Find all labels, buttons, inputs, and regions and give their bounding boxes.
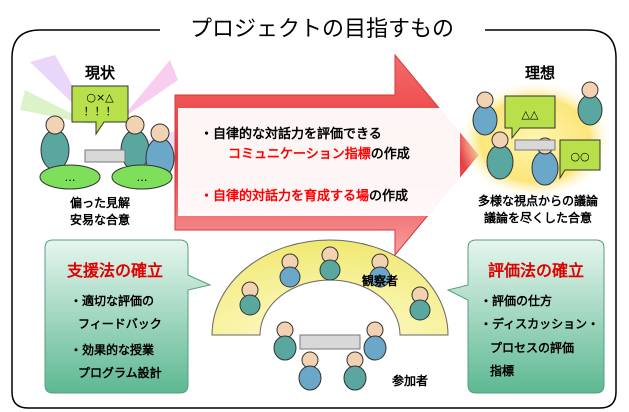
participants-label: 参加者 — [392, 373, 428, 388]
ideal-caption-line1: 多様な視点からの議論 — [478, 193, 599, 208]
current-caption-line2: 安易な合意 — [70, 212, 130, 227]
evaluation-method-box: 評価法の確立 ・評価の仕方 ・ディスカッション・ プロセスの評価 指標 — [446, 239, 605, 394]
arrow-line3-prefix: ・ — [200, 189, 213, 204]
arrow-line2-suffix: の作成 — [371, 146, 410, 162]
evaluation-line2: ・ディスカッション・ — [480, 316, 599, 331]
cloud-right-ellipsis: … — [137, 171, 148, 184]
current-state-group: 現状 ○×△ ！！！ … … 偏った見解 安易な合意 — [20, 55, 178, 227]
observers-illustration — [239, 246, 431, 321]
evaluation-line3: プロセスの評価 — [490, 340, 574, 355]
arrow-line1: ・自律的な対話力を評価できる — [200, 126, 382, 142]
big-arrow: ・自律的な対話力を評価できる コミュニケーション指標の作成 ・自律的対話力を育成… — [174, 53, 479, 257]
bubble-ideal-right-text: ○○ — [570, 150, 589, 163]
support-title: 支援法の確立 — [66, 261, 163, 280]
support-method-box: 支援法の確立 ・適切な評価の フィードバック ・効果的な授業 プログラム設計 — [44, 239, 212, 394]
observer-arc — [211, 239, 449, 336]
participants-illustration — [273, 321, 387, 391]
evaluation-title: 評価法の確立 — [488, 261, 584, 280]
speech-bubble-ideal-left: △△ — [504, 95, 556, 140]
bubble-ideal-left-text: △△ — [522, 108, 539, 121]
arrow-line2-highlight: コミュニケーション指標 — [228, 146, 371, 162]
support-line3: ・効果的な授業 — [70, 342, 155, 357]
support-line1: ・適切な評価の — [70, 293, 154, 308]
page-title: プロジェクトの目指すもの — [190, 17, 454, 42]
bubble-symbols: ○×△ — [86, 91, 114, 104]
arrow-line3-suffix: の作成 — [369, 188, 408, 204]
spotlight-ray — [120, 60, 178, 120]
ideal-state-group: 理想 △△ ○○ 多様な視点からの議論 議論を尽くした合意 — [457, 64, 613, 225]
arrow-line3: ・自律的対話力を育成する場の作成 — [200, 188, 408, 204]
arrow-line1-text: ・自律的な対話力を評価できる — [200, 126, 382, 142]
ideal-label: 理想 — [525, 64, 555, 82]
support-line2: フィードバック — [78, 317, 162, 331]
cloud-left: … — [39, 164, 101, 190]
cloud-left-ellipsis: … — [65, 171, 76, 184]
current-caption-line1: 偏った見解 — [70, 195, 130, 210]
arrow-line2: コミュニケーション指標の作成 — [228, 146, 410, 162]
observers-label: 観察者 — [362, 273, 398, 288]
evaluation-line1: ・評価の仕方 — [480, 293, 552, 308]
arrow-line3-highlight: 自律的対話力を育成する場 — [213, 188, 369, 204]
outer-frame — [11, 29, 617, 409]
people-illustration-ideal — [472, 81, 603, 186]
evaluation-line4: 指標 — [490, 363, 514, 378]
speech-bubble-ideal-right: ○○ — [559, 139, 601, 180]
speech-bubble-current: ○×△ ！！！ — [71, 85, 129, 136]
support-line4: プログラム設計 — [78, 365, 162, 380]
current-label: 現状 — [85, 64, 116, 82]
discussion-arc-group: 観察者 参加者 — [211, 239, 449, 391]
ideal-caption-line2: 議論を尽くした合意 — [484, 210, 592, 225]
cloud-right: … — [111, 164, 173, 190]
bubble-marks: ！！！ — [84, 105, 117, 118]
